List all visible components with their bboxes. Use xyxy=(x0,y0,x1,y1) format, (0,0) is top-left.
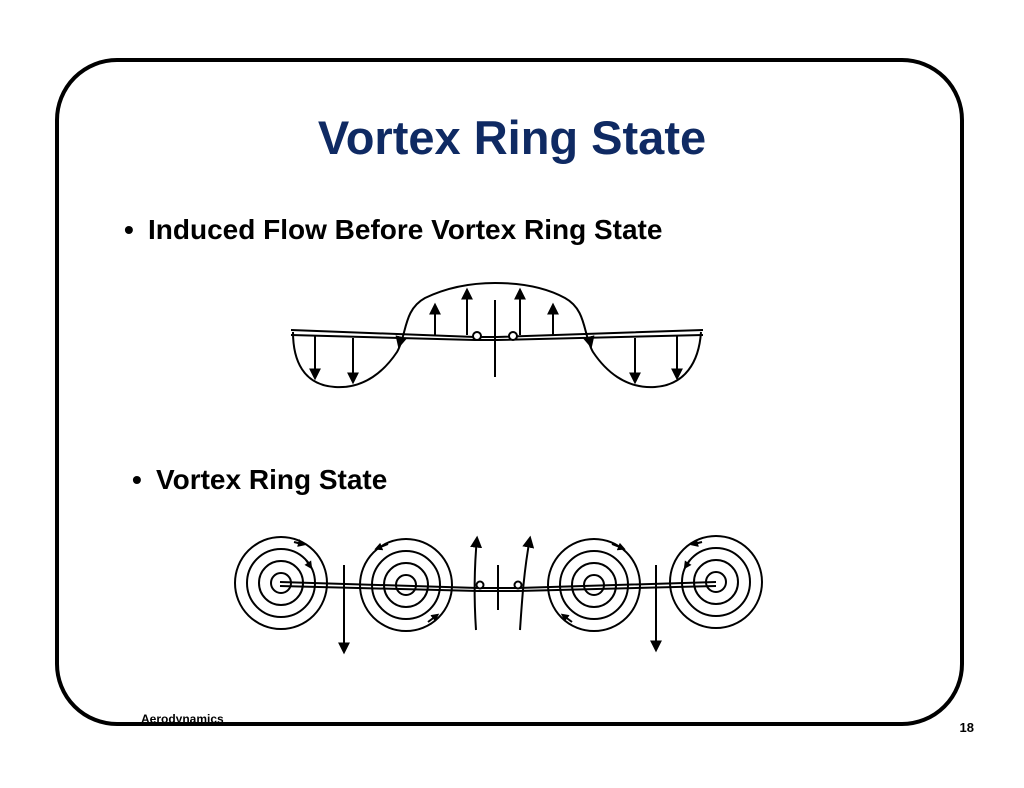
bullet-text: Vortex Ring State xyxy=(156,464,388,495)
slide-frame xyxy=(55,58,964,726)
induced-flow-diagram xyxy=(290,281,704,389)
inflow-profile xyxy=(292,281,702,389)
footer-course-label: Aerodynamics xyxy=(141,712,224,726)
bullet-text: Induced Flow Before Vortex Ring State xyxy=(148,214,663,245)
upflow-arrow-right xyxy=(519,535,535,631)
vortex-ring-right-inner xyxy=(547,538,641,632)
rotor-disk-line xyxy=(290,329,704,338)
footer-page-number: 18 xyxy=(959,720,974,735)
bullet-marker: • xyxy=(132,464,142,495)
bullet-item-vortex-ring: • Vortex Ring State xyxy=(132,463,387,497)
bullet-item-induced-flow: • Induced Flow Before Vortex Ring State xyxy=(124,213,662,247)
slide-title: Vortex Ring State xyxy=(317,111,707,164)
vortex-ring-diagram xyxy=(234,535,763,655)
upflow-arrow-left xyxy=(470,535,483,631)
vortex-ring-left-inner xyxy=(359,538,453,632)
vortex-ring-right-outer xyxy=(669,535,763,629)
bullet-marker: • xyxy=(124,214,134,245)
vortex-ring-left-outer xyxy=(234,536,328,630)
